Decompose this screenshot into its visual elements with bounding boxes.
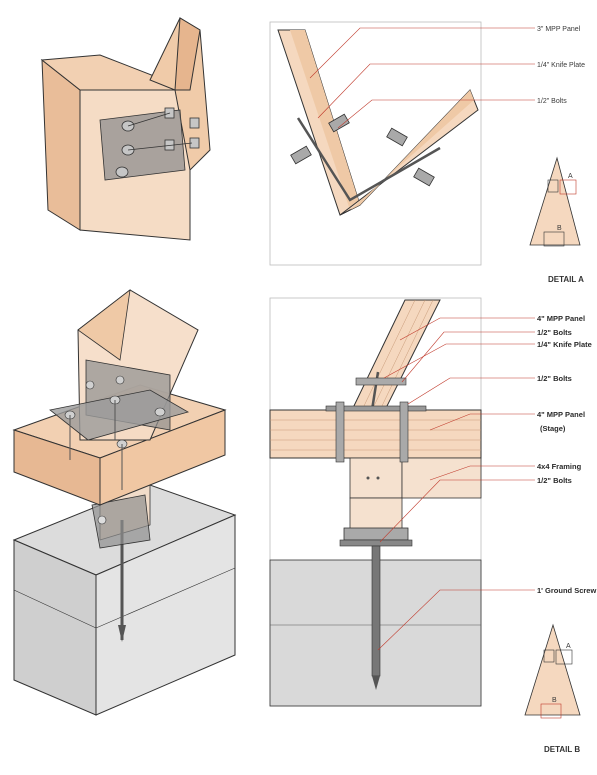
key-a-marker-b: B (557, 225, 562, 232)
detail-b-title: DETAIL B (544, 745, 580, 754)
label-3in-mpp-panel: 3" MPP Panel (537, 26, 581, 33)
key-plan-b: A B DETAIL B (524, 623, 581, 754)
label-4in-mpp-panel: 4" MPP Panel (537, 314, 585, 323)
label-knife-plate-b: 1/4" Knife Plate (537, 340, 592, 349)
section-detail-b (269, 297, 535, 707)
label-knife-plate-a: 1/4" Knife Plate (537, 62, 585, 69)
section-detail-a (269, 21, 535, 266)
axon-stage-foundation (12, 289, 237, 716)
label-bolts-b1: 1/2" Bolts (537, 328, 572, 337)
label-4in-mpp-panel-stage: 4" MPP Panel (537, 410, 585, 419)
detail-a-title: DETAIL A (548, 275, 584, 284)
axon-corner-connection (40, 17, 211, 241)
key-a-marker-a: A (568, 173, 573, 180)
label-bolts-a: 1/2" Bolts (537, 98, 567, 105)
label-ground-screw: 1' Ground Screw (537, 586, 596, 595)
key-b-marker-a: A (566, 643, 571, 650)
detail-a-labels: 3" MPP Panel 1/4" Knife Plate 1/2" Bolts (537, 26, 585, 105)
key-plan-a: A B DETAIL A (529, 156, 584, 284)
label-stage: (Stage) (540, 424, 566, 433)
key-b-marker-b: B (552, 697, 557, 704)
label-4x4-framing: 4x4 Framing (537, 462, 582, 471)
detail-b-labels: 4" MPP Panel 1/2" Bolts 1/4" Knife Plate… (537, 314, 596, 595)
label-bolts-b3: 1/2" Bolts (537, 476, 572, 485)
label-bolts-b2: 1/2" Bolts (537, 374, 572, 383)
